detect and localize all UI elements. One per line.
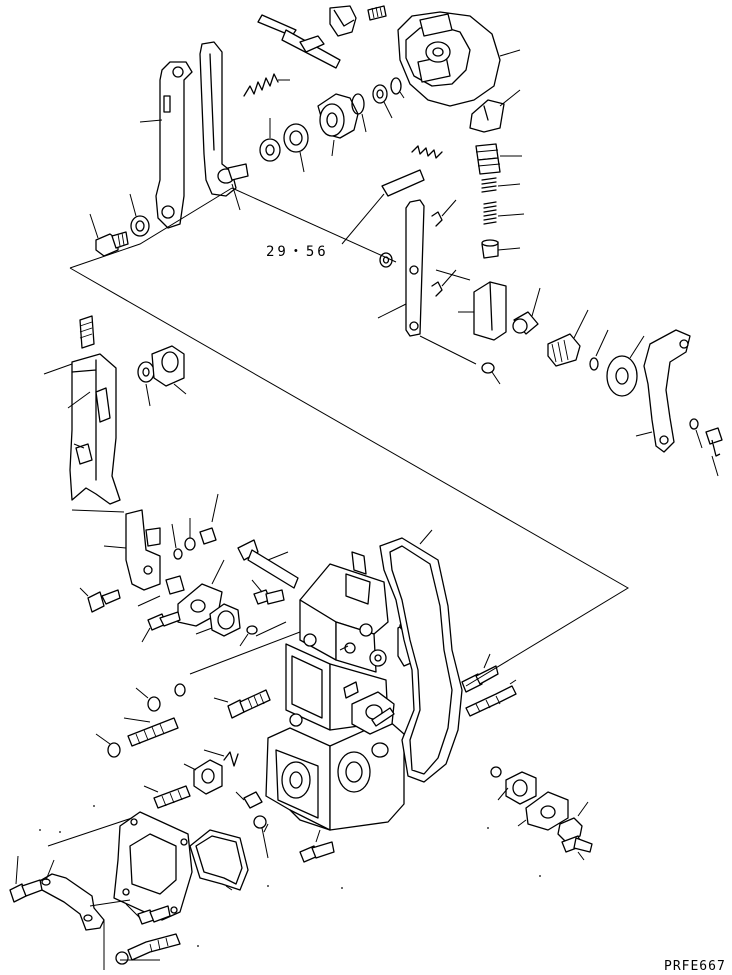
stay-bracket xyxy=(37,859,105,931)
shoulder-bolt xyxy=(89,213,129,257)
collar xyxy=(283,123,309,173)
bolt-m8-b xyxy=(251,579,285,605)
washer-e xyxy=(135,687,161,712)
threaded-rod xyxy=(143,785,191,809)
slide-block xyxy=(458,281,507,341)
bolt-right-lower xyxy=(561,835,593,861)
lock-nut-right xyxy=(547,309,589,367)
threaded-sleeve xyxy=(151,345,187,395)
lock-washer-right xyxy=(689,418,703,449)
o-ring-small xyxy=(589,329,609,371)
flange-gasket xyxy=(517,791,569,831)
washer-g xyxy=(95,733,121,758)
reference-lines xyxy=(47,187,629,970)
stud-right-b xyxy=(465,679,517,717)
spring-washer xyxy=(203,749,239,767)
nut-lower-left xyxy=(235,791,263,809)
spring-seat xyxy=(481,239,521,259)
main-spring xyxy=(475,143,522,175)
tension-lever xyxy=(199,41,249,211)
drawing-code: PRFE667 xyxy=(664,959,726,974)
square-nut xyxy=(79,587,105,613)
guide-plate xyxy=(341,169,425,245)
plug-fitting xyxy=(195,603,241,637)
stop-lever xyxy=(635,329,691,453)
stud-bolt-small xyxy=(101,589,121,605)
control-link xyxy=(377,199,425,337)
spring-bracket xyxy=(469,89,521,133)
clip-a xyxy=(431,199,457,227)
o-ring-right xyxy=(490,766,502,778)
washer-b xyxy=(390,77,405,99)
bushing-ring xyxy=(259,118,281,162)
stopper-plate xyxy=(606,335,645,397)
small-spring xyxy=(411,145,443,159)
union-nut xyxy=(183,759,223,795)
washer-d xyxy=(184,518,196,551)
snap-ring xyxy=(351,93,367,133)
bolt-bottom-a xyxy=(125,903,171,925)
bolt-bottom-center xyxy=(299,829,335,863)
small-bolt-top xyxy=(367,5,387,21)
reference-label: 29・56 xyxy=(266,244,329,260)
ball-stop xyxy=(481,362,501,385)
governor-lever xyxy=(139,61,193,229)
flyweight-housing xyxy=(397,11,521,107)
nipple-cap xyxy=(557,801,589,843)
long-pin xyxy=(237,539,299,589)
washer-f xyxy=(174,683,186,697)
idle-spring xyxy=(481,177,521,193)
o-ring-left xyxy=(239,625,258,647)
cover-plate xyxy=(113,811,193,921)
bracket-plate xyxy=(103,509,161,591)
adapter-ring xyxy=(137,361,155,407)
housing-gasket xyxy=(379,529,463,783)
gasket-strip xyxy=(371,707,395,727)
check-valve xyxy=(497,771,537,805)
governor-sleeve xyxy=(317,93,359,157)
clip-b xyxy=(431,269,457,297)
nut-small xyxy=(199,493,219,545)
plain-washer xyxy=(129,193,150,237)
governor-housing-left xyxy=(43,315,121,505)
cover-gasket xyxy=(189,829,249,891)
long-stud xyxy=(123,717,179,747)
bolt-bottom-left xyxy=(9,855,43,903)
spacer-collar xyxy=(137,575,185,607)
bolt-m8-a xyxy=(141,611,181,643)
washer-c xyxy=(171,523,183,560)
adjust-screw xyxy=(512,287,541,335)
long-bolt-a xyxy=(213,689,271,719)
sub-spring xyxy=(483,201,525,225)
control-shaft xyxy=(257,5,357,69)
stud-right-a xyxy=(461,653,499,693)
return-spring xyxy=(243,73,290,97)
pump-housing xyxy=(265,551,405,831)
hex-bolt-right xyxy=(705,427,723,477)
washer-a xyxy=(372,84,393,119)
leader-ticks xyxy=(39,805,541,947)
washer-lower xyxy=(253,815,269,859)
